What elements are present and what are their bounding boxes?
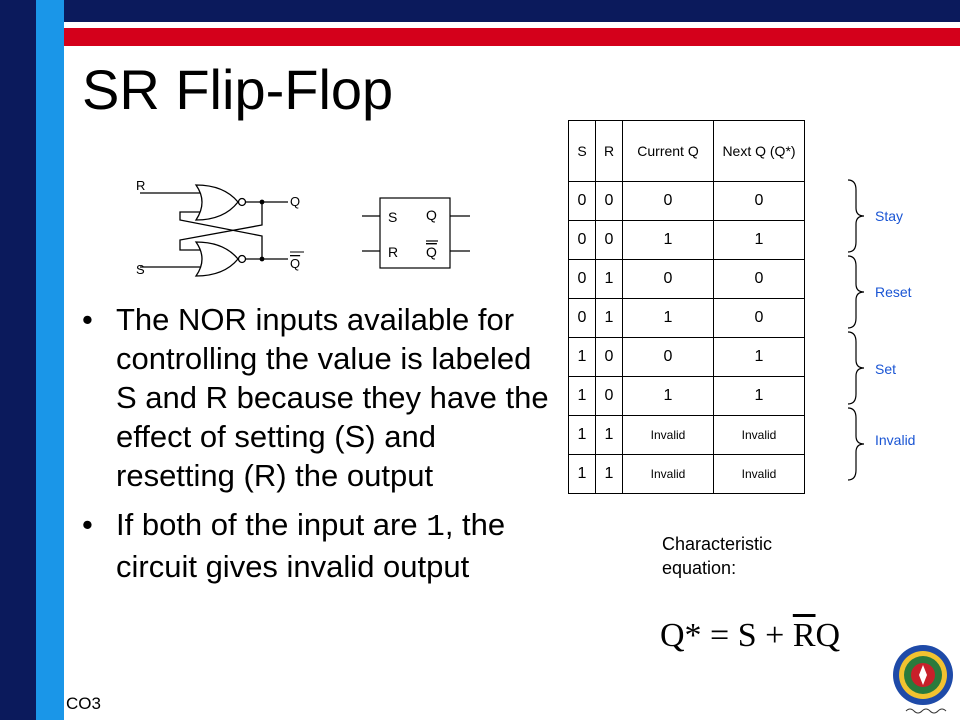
group-label-set: Set: [875, 361, 897, 377]
table-cell: 0: [595, 220, 623, 260]
equation-lhs: Q* = S +: [660, 617, 793, 654]
bullet-text: The NOR inputs available for controlling…: [116, 302, 549, 493]
table-cell: Invalid: [713, 415, 805, 455]
junction-dot: [259, 256, 265, 262]
table-cell: 1: [713, 337, 805, 377]
table-cell: 1: [568, 415, 596, 455]
table-cell: 1: [595, 259, 623, 299]
characteristic-equation: Q* = S + RQ: [660, 616, 840, 656]
equation-q: Q: [815, 617, 841, 654]
bullet-text: If both of the input are: [116, 507, 427, 542]
table-cell: 0: [622, 337, 714, 377]
characteristic-equation-label: Characteristic equation:: [662, 534, 773, 578]
table-cell: Invalid: [622, 415, 714, 455]
group-label-stay: Stay: [875, 208, 904, 224]
table-cell: 0: [595, 181, 623, 221]
brace-set: [847, 331, 865, 405]
table-header: S: [568, 120, 596, 182]
table-cell: Invalid: [622, 454, 714, 494]
university-seal-icon: [893, 645, 953, 705]
table-cell: Invalid: [713, 454, 805, 494]
table-cell: 0: [713, 181, 805, 221]
table-cell: 1: [568, 376, 596, 416]
symbol-label-q: Q: [426, 207, 437, 223]
table-cell: 1: [595, 454, 623, 494]
table-cell: 0: [595, 376, 623, 416]
table-cell: 1: [622, 298, 714, 338]
table-cell: 0: [713, 298, 805, 338]
table-cell: 0: [568, 259, 596, 299]
table-cell: 0: [568, 220, 596, 260]
circuit-label-r: R: [136, 178, 145, 193]
group-label-invalid: Invalid: [875, 432, 916, 448]
junction-dot: [259, 199, 265, 205]
table-header: Next Q (Q*): [713, 120, 805, 182]
group-braces: [847, 179, 865, 481]
bullet-code: 1: [426, 510, 445, 545]
table-cell: 0: [595, 337, 623, 377]
circuit-label-q-bar: Q: [290, 256, 300, 271]
symbol-label-r: R: [388, 244, 398, 260]
circuit-label-q: Q: [290, 194, 300, 209]
seal-caption-script: [905, 708, 947, 714]
bullet-list: • The NOR inputs available for controllin…: [82, 300, 552, 596]
header-band-red: [0, 28, 960, 46]
brace-invalid: [847, 407, 865, 481]
bullet-marker: •: [82, 507, 93, 542]
slide-title: SR Flip-Flop: [82, 58, 394, 121]
table-cell: 1: [622, 220, 714, 260]
table-cell: 0: [713, 259, 805, 299]
table-cell: 1: [622, 376, 714, 416]
nor-latch-circuit: R S Q Q: [136, 178, 304, 277]
brace-reset: [847, 255, 865, 329]
table-header: R: [595, 120, 623, 182]
symbol-label-q-bar: Q: [426, 244, 437, 260]
table-cell: 1: [595, 415, 623, 455]
brace-stay: [847, 179, 865, 253]
table-cell: 1: [713, 220, 805, 260]
bullet-item: • The NOR inputs available for controllin…: [82, 300, 552, 495]
circuit-label-s: S: [136, 262, 145, 277]
table-cell: 0: [568, 298, 596, 338]
symbol-label-s: S: [388, 209, 397, 225]
left-bar-navy: [0, 0, 36, 720]
table-cell: 0: [622, 181, 714, 221]
bullet-marker: •: [82, 302, 93, 337]
left-bar-blue: [36, 0, 64, 720]
course-outcome-label: CO3: [66, 694, 101, 713]
table-cell: 1: [568, 337, 596, 377]
header-band-navy: [0, 0, 960, 22]
group-label-reset: Reset: [875, 284, 912, 300]
table-cell: 0: [622, 259, 714, 299]
table-cell: 1: [595, 298, 623, 338]
table-header-row: S R Current Q Next Q (Q*): [568, 120, 805, 182]
table-cell: 1: [713, 376, 805, 416]
bullet-item: • If both of the input are 1, the circuit…: [82, 505, 552, 586]
table-cell: 0: [568, 181, 596, 221]
bullet-text: , the circuit gives invalid output: [116, 507, 506, 584]
sr-block-symbol: S R Q Q: [362, 197, 470, 269]
table-header: Current Q: [622, 120, 714, 182]
table-cell: 1: [568, 454, 596, 494]
equation-r-bar: R: [792, 617, 816, 654]
